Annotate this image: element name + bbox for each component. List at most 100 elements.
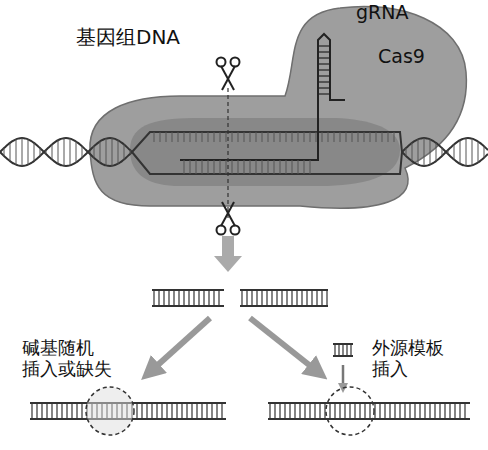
dna-strand — [132, 132, 402, 152]
base-pair — [190, 132, 191, 142]
base-pair — [40, 148, 41, 156]
base-pair — [318, 57, 330, 58]
base-pair — [424, 138, 425, 166]
base-pair — [193, 290, 194, 306]
dna-helix — [0, 34, 488, 174]
scissors-bottom — [217, 202, 240, 235]
base-pair — [414, 403, 415, 419]
base-pair — [319, 403, 320, 419]
base-pair — [268, 160, 269, 174]
base-pair — [191, 403, 192, 419]
base-pair — [51, 403, 52, 419]
base-pair — [280, 132, 281, 142]
base-pair — [100, 141, 101, 162]
base-pair — [232, 132, 233, 142]
base-pair — [318, 51, 330, 52]
base-pair — [178, 132, 179, 142]
base-pair — [94, 146, 95, 158]
base-pair — [226, 132, 227, 142]
base-pair — [181, 403, 182, 419]
base-pair — [168, 290, 169, 306]
base-pair — [266, 290, 267, 306]
base-pair — [304, 160, 305, 174]
base-pair — [384, 403, 385, 419]
base-pair — [328, 132, 329, 142]
indel-site — [86, 387, 134, 435]
base-pair — [34, 143, 35, 161]
grna-strand — [180, 34, 345, 160]
label-text: 基因组DNA — [76, 26, 196, 49]
base-pair — [364, 403, 365, 419]
base-pair — [338, 344, 339, 356]
base-pair — [160, 132, 161, 142]
base-pair — [296, 290, 297, 306]
base-pair — [359, 403, 360, 419]
base-pair — [354, 403, 355, 419]
base-pair — [176, 403, 177, 419]
base-pair — [289, 403, 290, 419]
base-pair — [404, 403, 405, 419]
base-pair — [280, 160, 281, 174]
base-pair — [184, 160, 185, 174]
base-pair — [339, 403, 340, 419]
base-pair — [256, 132, 257, 142]
base-pair — [64, 138, 65, 166]
base-pair — [419, 403, 420, 419]
base-pair — [291, 290, 292, 306]
base-pair — [284, 403, 285, 419]
base-pair — [276, 290, 277, 306]
base-pair — [271, 290, 272, 306]
base-pair — [472, 139, 473, 166]
base-pair — [36, 403, 37, 419]
base-pair — [196, 160, 197, 174]
base-pair — [388, 132, 389, 142]
base-pair — [146, 403, 147, 419]
base-pair — [244, 160, 245, 174]
base-pair — [334, 132, 335, 142]
base-pair — [156, 403, 157, 419]
dna-strand — [152, 305, 224, 307]
base-pair — [218, 290, 219, 306]
base-pair — [292, 160, 293, 174]
dna-strand — [152, 289, 224, 291]
base-pair — [118, 140, 119, 164]
base-pair — [318, 63, 330, 64]
base-pair — [154, 132, 155, 142]
base-pair — [352, 132, 353, 142]
dna-strand — [402, 138, 488, 166]
base-pair — [334, 403, 335, 419]
base-pair — [130, 150, 131, 154]
base-pair — [203, 290, 204, 306]
base-pair — [286, 132, 287, 142]
base-pair — [364, 132, 365, 142]
label-text: Cas9 — [378, 46, 458, 68]
base-pair — [251, 290, 252, 306]
base-pair — [66, 403, 67, 419]
base-pair — [184, 132, 185, 142]
base-pair — [171, 403, 172, 419]
base-pair — [442, 148, 443, 156]
base-pair — [46, 403, 47, 419]
dna-strand — [402, 138, 488, 166]
base-pair — [346, 132, 347, 142]
dna-strand — [240, 305, 328, 307]
base-pair — [76, 141, 77, 162]
base-pair — [256, 290, 257, 306]
base-pair — [459, 403, 460, 419]
base-pair — [246, 290, 247, 306]
insert-site — [326, 387, 374, 435]
base-pair — [178, 290, 179, 306]
base-pair — [201, 403, 202, 419]
base-pair — [76, 403, 77, 419]
base-pair — [316, 290, 317, 306]
base-pair — [316, 132, 317, 142]
base-pair — [279, 403, 280, 419]
base-pair — [434, 403, 435, 419]
base-pair — [311, 290, 312, 306]
base-pair — [153, 290, 154, 306]
base-pair — [409, 403, 410, 419]
dna-strand — [240, 289, 328, 291]
base-pair — [324, 403, 325, 419]
